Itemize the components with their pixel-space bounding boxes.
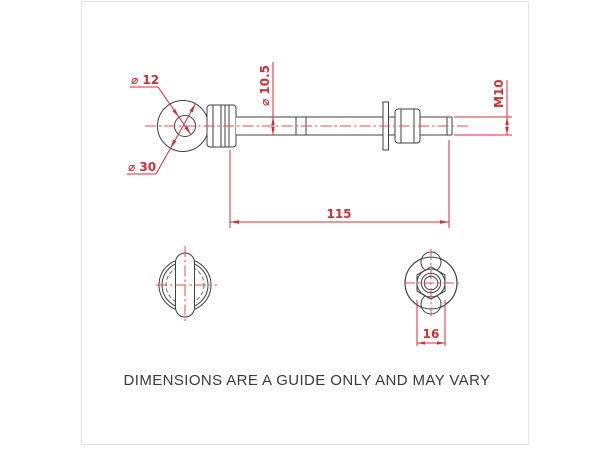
arrowhead [417, 341, 425, 345]
arrowhead [505, 117, 509, 125]
eye-end-view [156, 246, 217, 324]
dim-label-across-flats: 16 [423, 327, 440, 341]
dim-label-ball: ⌀ 30 [128, 160, 156, 174]
dimension-shank-dia10-5: ⌀ 10.5 [258, 62, 275, 135]
dimension-across-flats-16: 16 [416, 300, 446, 346]
arrowhead [172, 109, 179, 118]
dimension-ball-dia30: ⌀ 30 [127, 103, 196, 175]
nut-end-view [404, 249, 459, 316]
arrowhead [170, 139, 177, 149]
arrowhead [189, 103, 196, 113]
dimension-shank-length-115: 115 [229, 140, 450, 228]
arrowhead [184, 126, 191, 135]
dim-label-eye-hole: ⌀ 12 [131, 73, 159, 87]
dim-label-thread: M10 [492, 79, 506, 108]
dim-label-shank-dia: ⌀ 10.5 [258, 65, 272, 106]
footer-disclaimer: DIMENSIONS ARE A GUIDE ONLY AND MAY VARY [124, 372, 491, 389]
arrowhead [271, 127, 275, 135]
arrowhead [505, 127, 509, 135]
dimension-eye-hole-dia12: ⌀ 12 [130, 73, 192, 135]
arrowhead [271, 117, 275, 125]
arrowhead [440, 220, 449, 224]
arrowhead [230, 220, 239, 224]
dim-label-length: 115 [326, 207, 351, 221]
dimension-thread-m10: M10 [454, 79, 512, 136]
drawing-sheet-border [81, 1, 529, 445]
arrowhead [437, 341, 445, 345]
leader-line [155, 103, 196, 175]
